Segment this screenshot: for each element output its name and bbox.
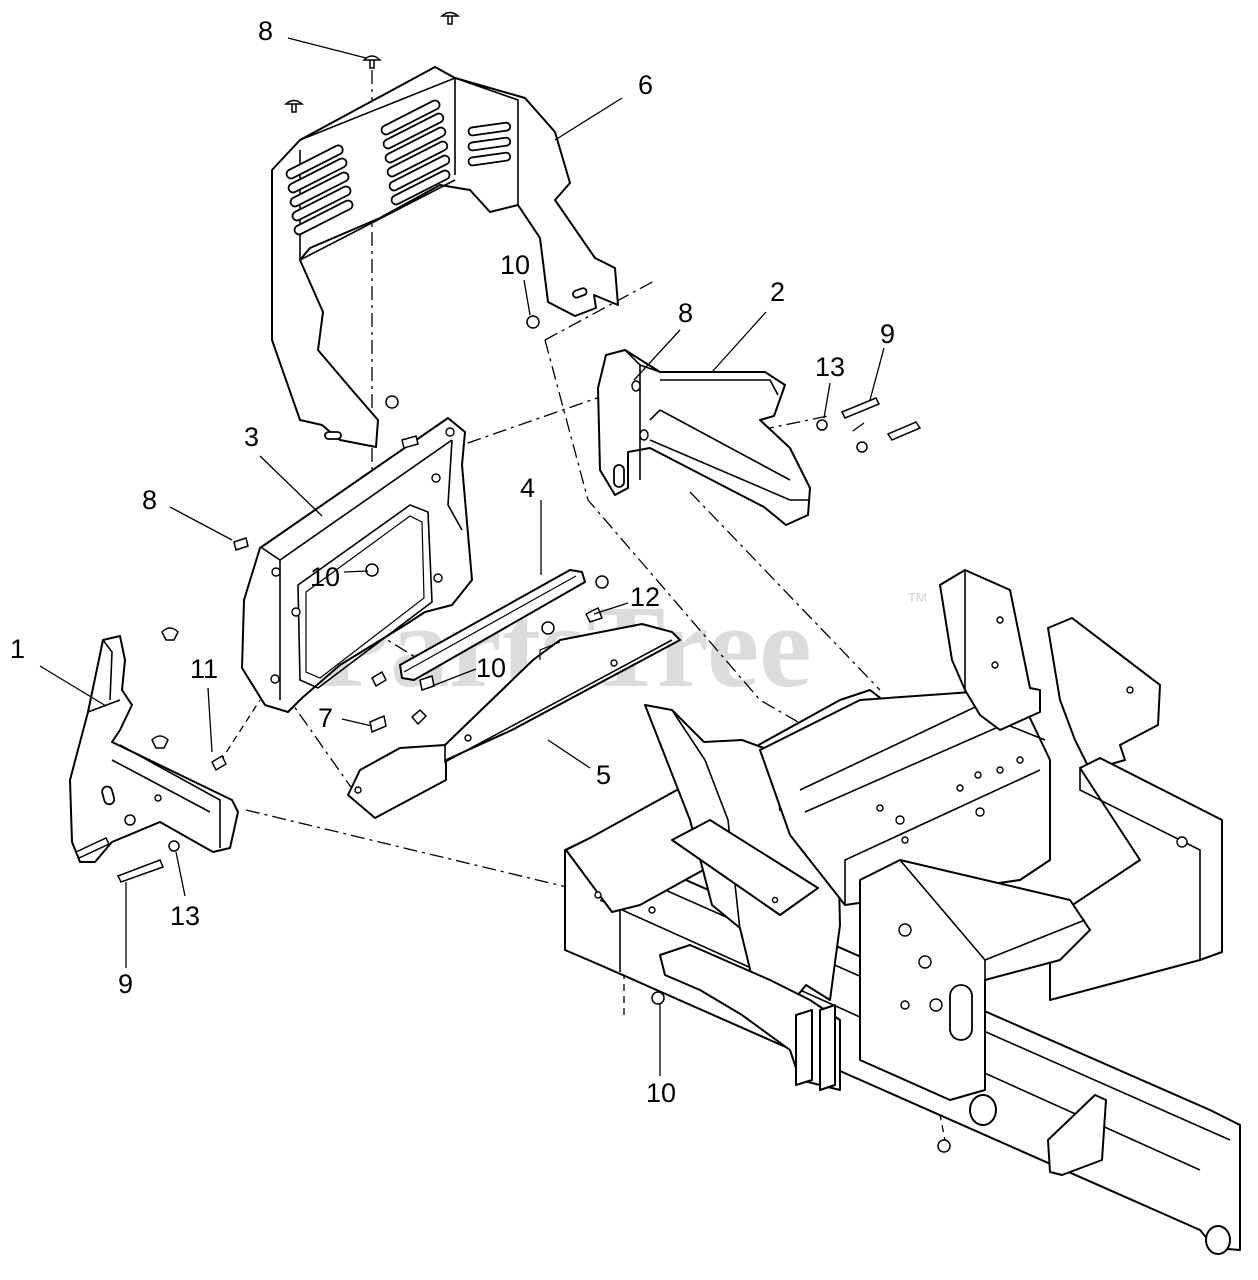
callout-6: 6 <box>638 70 653 100</box>
callout-2: 2 <box>770 277 785 307</box>
callout-13-right: 13 <box>815 352 845 382</box>
callout-9-left: 9 <box>118 969 133 999</box>
callout-4: 4 <box>520 473 535 503</box>
watermark-trademark: TM <box>908 590 927 605</box>
callout-7: 7 <box>318 703 333 733</box>
callout-5: 5 <box>596 760 611 790</box>
leader-lines <box>39 37 885 1076</box>
callout-3: 3 <box>244 422 259 452</box>
callout-10-strap: 10 <box>476 653 506 683</box>
part-2-right-bracket <box>597 349 811 526</box>
callout-1: 1 <box>10 634 25 664</box>
part-1-left-bracket <box>69 635 239 863</box>
callout-8-left: 8 <box>142 485 157 515</box>
hardware <box>74 11 951 1153</box>
part-4-strap <box>399 569 586 681</box>
callout-11: 11 <box>190 654 218 684</box>
part-3-seat-support <box>241 417 473 713</box>
callout-10-center: 10 <box>310 562 340 592</box>
callout-12: 12 <box>630 582 660 612</box>
vent-slots <box>285 99 512 236</box>
callout-10-bottom: 10 <box>646 1078 676 1108</box>
part-5-channel <box>347 623 681 819</box>
callout-10-upper: 10 <box>500 250 530 280</box>
callout-8-right: 8 <box>678 298 693 328</box>
callout-13-left: 13 <box>170 901 200 931</box>
callouts: 8 6 10 2 8 13 9 3 8 4 10 12 1 11 10 7 5 … <box>10 16 895 1108</box>
callout-9-right: 9 <box>880 319 895 349</box>
callout-8-top: 8 <box>258 16 273 46</box>
main-frame <box>564 569 1241 1255</box>
part-6-rear-shroud <box>271 66 619 448</box>
